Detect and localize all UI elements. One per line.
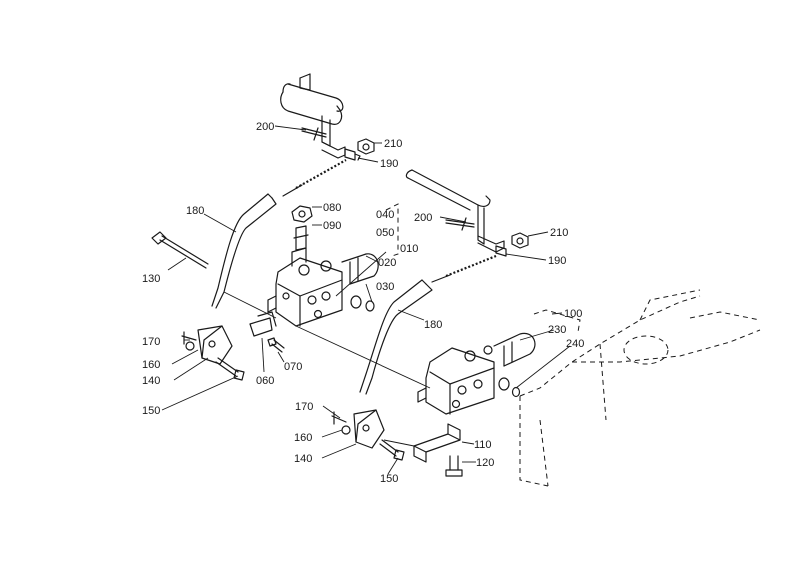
callout-230: 230 [548, 324, 566, 336]
washer-160-right [341, 425, 351, 435]
callout-020: 020 [378, 257, 396, 269]
callout-140-left: 140 [142, 375, 160, 387]
joint-190-right [495, 245, 507, 257]
lever-bracket-140-right [353, 409, 385, 449]
connector-valve-to-lower [295, 325, 431, 389]
pin-170-left [181, 331, 197, 345]
callout-240: 240 [566, 338, 584, 350]
callout-120: 120 [476, 457, 494, 469]
callout-210-upper: 210 [384, 138, 402, 150]
connector-lower-lever [383, 439, 415, 447]
control-valve-right [417, 332, 536, 415]
group-bracket-040-010 [385, 203, 399, 257]
callout-160-right: 160 [294, 432, 312, 444]
split-pin-200 [301, 127, 327, 141]
control-valve-left [267, 247, 379, 327]
callout-080: 080 [323, 202, 341, 214]
long-bolt-130 [151, 231, 209, 269]
control-rod-upper [282, 159, 347, 197]
control-rod-right [431, 254, 497, 283]
callout-090: 090 [323, 220, 341, 232]
bolt-150-right [379, 439, 405, 461]
nut-210-right [511, 232, 529, 249]
callout-110: 110 [474, 439, 492, 451]
callout-160-left: 160 [142, 359, 160, 371]
callout-150-left: 150 [142, 405, 160, 417]
callout-140-right: 140 [294, 453, 312, 465]
callout-180-right: 180 [424, 319, 442, 331]
callout-100: 100 [564, 308, 582, 320]
callout-190-upper: 190 [380, 158, 398, 170]
callout-030: 030 [376, 281, 394, 293]
lever-bracket-140-left [197, 325, 233, 365]
callout-200-upper: 200 [256, 121, 274, 133]
callout-200-right: 200 [414, 212, 432, 224]
connector-arm-to-valve [223, 291, 277, 319]
bolt-070 [267, 337, 285, 353]
joint-190-upper [344, 148, 361, 161]
mount-bracket-110 [413, 423, 461, 463]
control-arm-180-left [211, 193, 277, 309]
nut-210-upper [357, 138, 375, 155]
oring-030 [350, 295, 375, 312]
callout-060: 060 [256, 375, 274, 387]
callout-070: 070 [284, 361, 302, 373]
callout-040: 040 [376, 209, 394, 221]
control-arm-180-right [359, 279, 433, 395]
bolt-150-left [215, 357, 245, 381]
callout-130: 130 [142, 273, 160, 285]
callout-050: 050 [376, 227, 394, 239]
stud-090 [293, 225, 309, 251]
callout-170-left: 170 [142, 336, 160, 348]
callout-180-left: 180 [186, 205, 204, 217]
bolt-120 [445, 455, 463, 477]
washer-160-left [185, 341, 195, 351]
callout-210-right: 210 [550, 227, 568, 239]
link-plate-060 [249, 311, 277, 337]
split-pin-200-right [445, 217, 475, 231]
callout-170-right: 170 [295, 401, 313, 413]
callout-190-right: 190 [548, 255, 566, 267]
upper-lever-shaft [280, 73, 346, 159]
right-lever-shaft [405, 169, 505, 253]
leader-lines [161, 125, 571, 475]
callout-labels: 010 020 030 040 050 060 070 080 090 100 … [142, 121, 584, 485]
callout-010: 010 [400, 243, 418, 255]
cap-080 [291, 205, 313, 223]
group-bracket-100 [533, 309, 581, 333]
callout-150-right: 150 [380, 473, 398, 485]
tractor-body-outline [519, 289, 761, 487]
